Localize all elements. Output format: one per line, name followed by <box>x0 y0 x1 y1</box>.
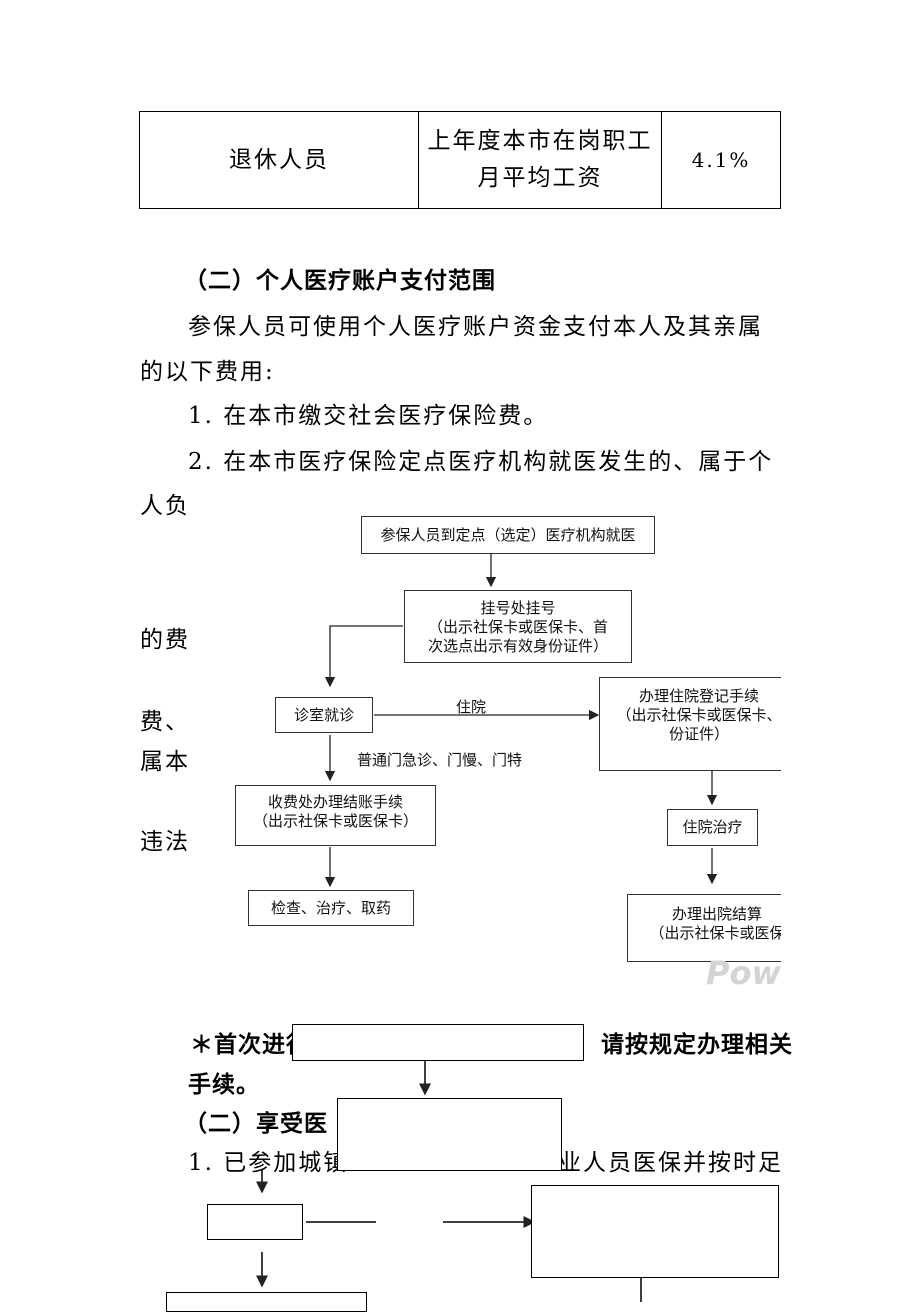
watermark-clip: Pow <box>700 958 781 992</box>
paragraph-line-1: 参保人员可使用个人医疗账户资金支付本人及其亲属 <box>188 314 763 340</box>
flow-register-title: 挂号处挂号 <box>480 599 556 617</box>
diagram-box-right <box>531 1185 779 1278</box>
fragment-text: 的费 <box>140 627 190 653</box>
fragment-text: 费、 <box>140 709 190 735</box>
paragraph-line-2: 的以下费用: <box>140 359 275 385</box>
flow-start-box: 参保人员到定点（选定）医疗机构就医 <box>361 516 655 554</box>
flow-discharge-title: 办理出院结算 <box>671 905 762 923</box>
flow-discharge-box: 办理出院结算 （出示社保卡或医保 <box>627 894 781 962</box>
flow-pay-title: 收费处办理结账手续 <box>267 793 403 811</box>
flow-admit-clip: 办理住院登记手续 （出示社保卡或医保卡、 份证件） <box>599 677 781 771</box>
diagram-box-middle <box>337 1098 562 1171</box>
flow-pay-note: （出示社保卡或医保卡） <box>252 811 418 830</box>
flow-label-hospitalize: 住院 <box>456 698 487 716</box>
table-cell-rate: 4.1% <box>662 112 780 208</box>
diagram-box-left <box>207 1204 303 1240</box>
note-end: 请按规定办理相关 <box>601 1032 793 1058</box>
flow-register-note: 次选点出示有效身份证件） <box>427 636 608 655</box>
base-line-2: 月平均工资 <box>477 165 603 191</box>
footer-item-1-start: 1. 已参加城镇 <box>188 1150 349 1176</box>
base-line-1: 上年度本市在岗职工 <box>427 128 653 154</box>
flow-start-text: 参保人员到定点（选定）医疗机构就医 <box>380 526 636 544</box>
note-line-2: 手续。 <box>188 1072 260 1098</box>
footer-item-1-end: 业人员医保并按时足 <box>558 1150 783 1176</box>
list-item-1: 1. 在本市缴交社会医疗保险费。 <box>188 403 549 429</box>
list-item-2: 2. 在本市医疗保险定点医疗机构就医发生的、属于个 <box>188 449 774 475</box>
flow-admit-note: 份证件） <box>668 724 729 743</box>
flow-exam-box: 检查、治疗、取药 <box>248 890 414 926</box>
fragment-text: 违法 <box>140 829 190 855</box>
diagram-box-bottom <box>166 1292 367 1312</box>
flow-clinic-text: 诊室就诊 <box>293 706 354 724</box>
note-start: ＊首次进行 <box>190 1032 310 1058</box>
rate-table: 退休人员 上年度本市在岗职工 月平均工资 4.1% <box>139 111 781 209</box>
flow-discharge-note: （出示社保卡或医保 <box>649 923 781 942</box>
flow-register-box: 挂号处挂号 （出示社保卡或医保卡、首 次选点出示有效身份证件） <box>404 590 632 663</box>
flow-label-outpatient: 普通门急诊、门慢、门特 <box>357 751 523 769</box>
rate-text: 4.1% <box>691 148 751 172</box>
flow-register-note: （出示社保卡或医保卡、首 <box>427 617 608 636</box>
flow-discharge-clip: 办理出院结算 （出示社保卡或医保 <box>627 894 781 962</box>
category-text: 退休人员 <box>229 146 329 173</box>
fragment-text: 属本 <box>140 749 190 775</box>
flow-treatment-text: 住院治疗 <box>682 818 743 836</box>
watermark-logo: Pow <box>706 958 781 992</box>
flow-treatment-box: 住院治疗 <box>667 809 758 846</box>
flow-admit-box: 办理住院登记手续 （出示社保卡或医保卡、 份证件） <box>599 677 781 771</box>
flow-exam-text: 检查、治疗、取药 <box>270 899 391 917</box>
diagram-box-top <box>292 1024 584 1061</box>
table-cell-base: 上年度本市在岗职工 月平均工资 <box>419 112 662 208</box>
flow-pay-box: 收费处办理结账手续 （出示社保卡或医保卡） <box>235 785 436 846</box>
flow-admit-note: （出示社保卡或医保卡、 <box>616 705 781 724</box>
table-cell-category: 退休人员 <box>140 112 419 208</box>
footer-heading: （二）享受医 <box>184 1111 328 1137</box>
flow-clinic-box: 诊室就诊 <box>275 697 373 733</box>
flow-admit-title: 办理住院登记手续 <box>638 687 759 705</box>
section-heading: （二）个人医疗账户支付范围 <box>184 268 496 294</box>
list-item-2-continued: 人负 <box>140 493 190 519</box>
